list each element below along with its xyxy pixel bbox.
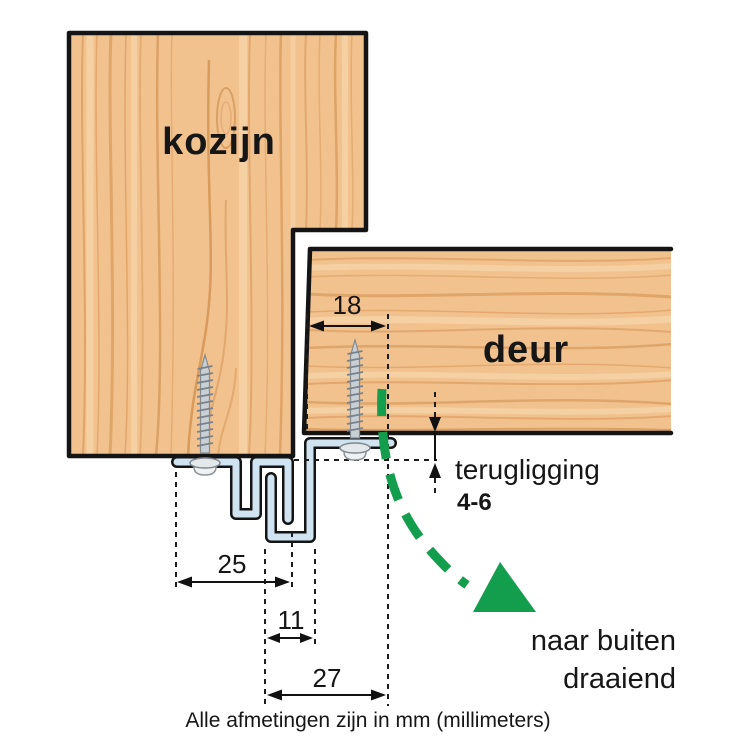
dimension-27: 27 <box>267 663 386 701</box>
dim-25-label: 25 <box>218 549 247 579</box>
swing-arc <box>377 388 470 589</box>
door-block <box>301 246 674 436</box>
recess-label: terugligging <box>455 454 600 485</box>
door-outline <box>301 246 674 436</box>
swing-label-line2: draaiend <box>563 663 676 695</box>
dim-11-label: 11 <box>278 605 305 635</box>
frame-label: kozijn <box>162 121 276 163</box>
door-label: deur <box>483 329 569 371</box>
dim-27-label: 27 <box>313 663 342 693</box>
frame-block <box>66 30 369 459</box>
frame-outline <box>66 30 369 459</box>
dimension-25: 25 <box>177 549 290 588</box>
door-seal-profile <box>265 437 397 543</box>
units-caption: Alle afmetingen zijn in mm (millimeters) <box>185 709 550 732</box>
recess-value: 4-6 <box>457 489 492 516</box>
dimension-11: 11 <box>267 605 313 643</box>
swing-label-line1: naar buiten <box>531 625 676 657</box>
dim-18-label: 18 <box>333 290 362 320</box>
recess-dimension: terugligging 4-6 <box>429 417 600 516</box>
dimension-18: 18 <box>309 290 386 332</box>
swing-direction-arrow <box>377 388 536 612</box>
swing-arrowhead-icon <box>473 562 536 612</box>
frame-seal-profile <box>171 456 294 525</box>
guide-lines <box>175 314 437 706</box>
